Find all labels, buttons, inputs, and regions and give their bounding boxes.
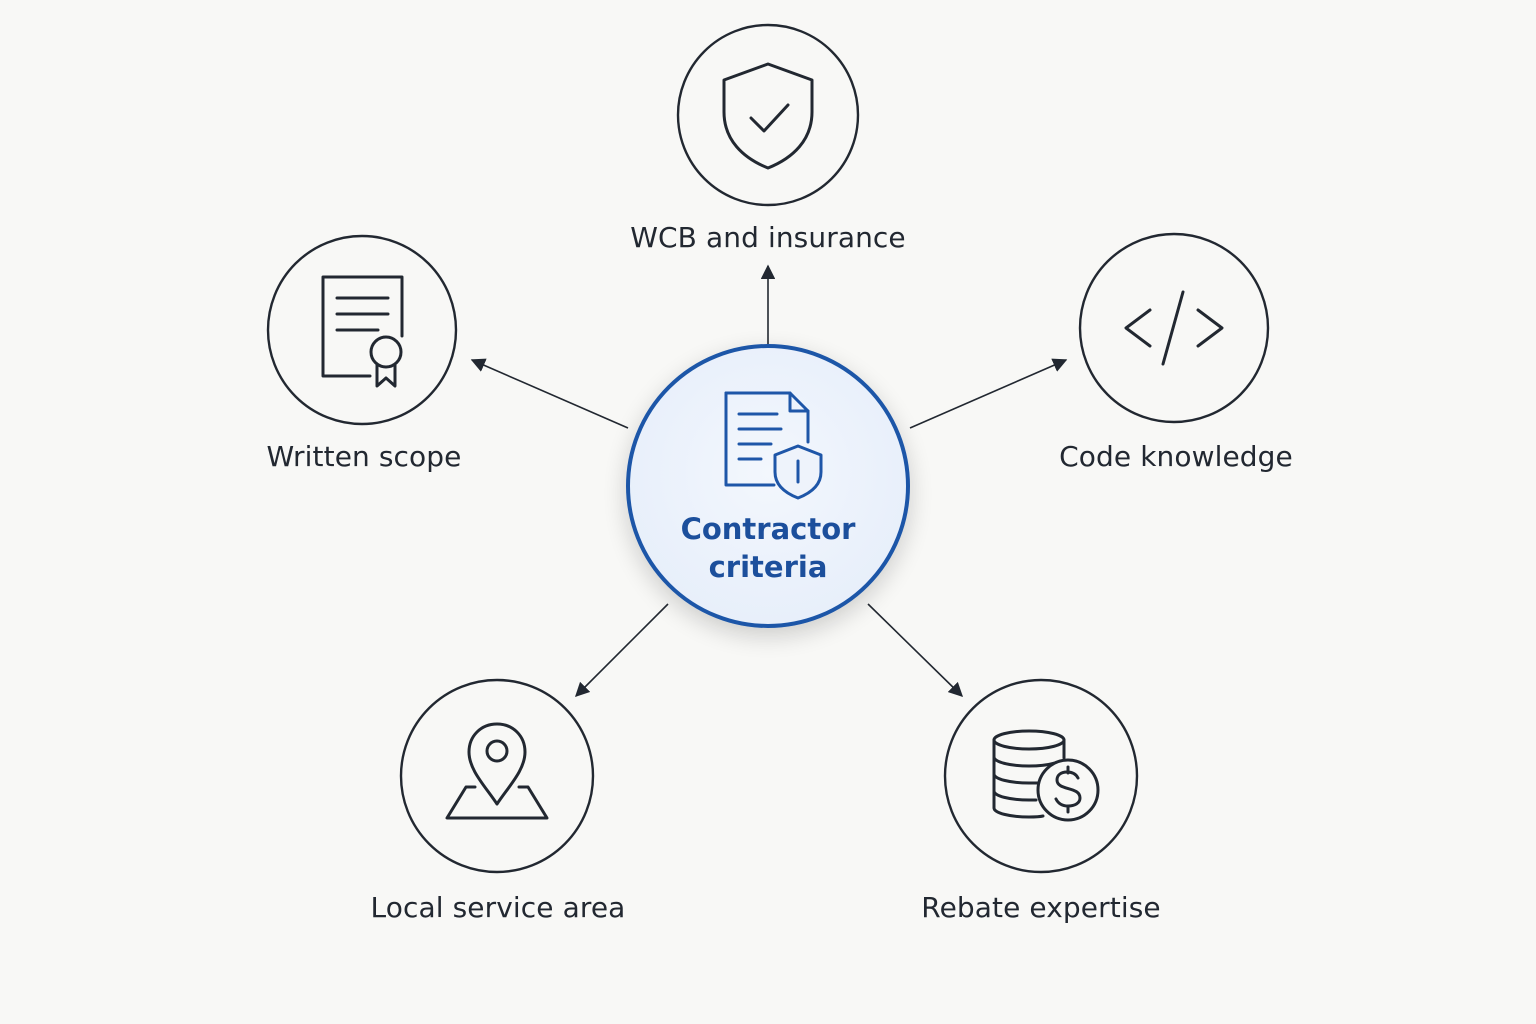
code-label: Code knowledge [1059,440,1293,473]
center-label: Contractor criteria [618,510,918,586]
center-label-line1: Contractor [680,512,856,546]
node-code [1078,232,1270,424]
document-shield-icon [724,391,823,500]
center-label-line2: criteria [708,550,828,584]
certificate-document-icon [321,275,404,388]
coins-dollar-icon [992,729,1100,822]
rebate-label: Rebate expertise [921,891,1161,924]
node-wcb [676,23,860,207]
center-node [626,344,910,628]
map-pin-icon [445,722,549,820]
arrow-to-written [470,358,629,429]
node-written [266,234,458,426]
code-brackets-icon [1124,290,1224,366]
local-label: Local service area [370,891,626,924]
written-label: Written scope [266,440,462,473]
connectors [470,264,1068,698]
arrow-to-local [574,603,669,698]
arrow-to-rebate [867,603,964,698]
shield-check-icon [722,62,814,170]
node-rebate [943,678,1139,874]
node-local [399,678,595,874]
wcb-label: WCB and insurance [630,221,906,254]
arrow-to-code [909,358,1068,429]
